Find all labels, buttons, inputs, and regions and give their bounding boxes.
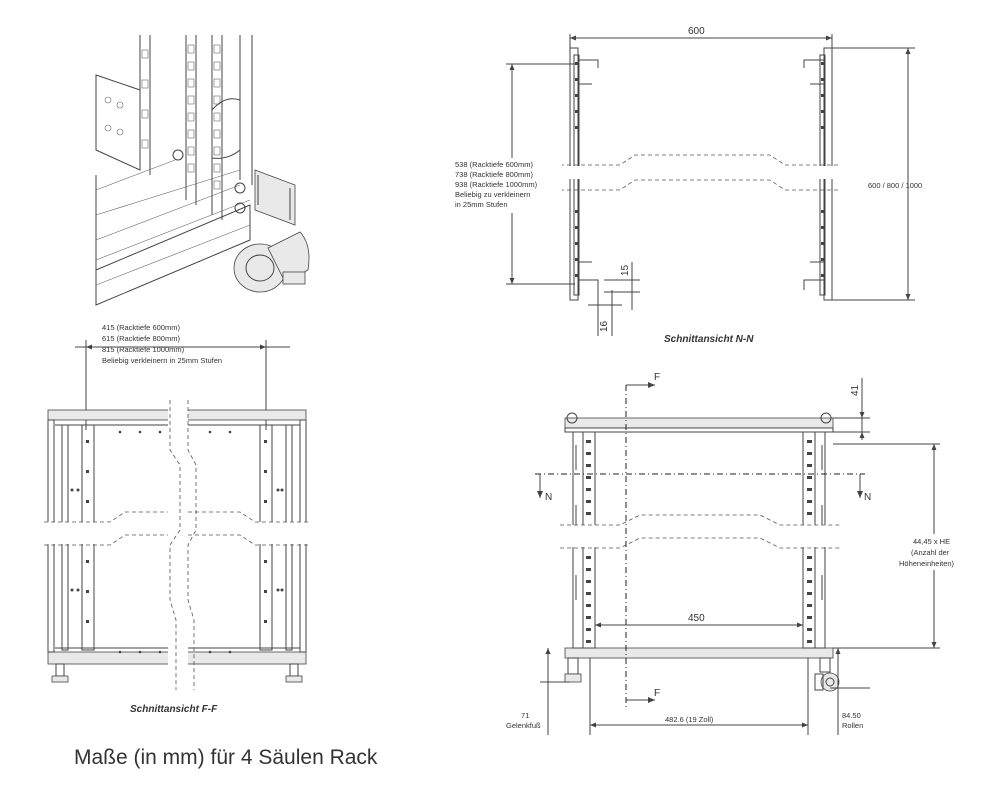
front-n-right: N <box>864 492 871 503</box>
front-roll-value: 84.50 <box>842 711 861 720</box>
front-n-left: N <box>545 492 552 503</box>
front-w-450: 450 <box>688 613 705 624</box>
nn-dist-1000: 938 (Racktiefe 1000mm) <box>455 180 538 189</box>
front-roll-label: Rollen <box>842 721 863 730</box>
front-view: F F N N 41 44,45 x HE (Anzahl der Höhene… <box>506 372 970 735</box>
nn-width-label: 600 <box>688 26 705 37</box>
ff-dist-1000: 815 (Racktiefe 1000mm) <box>102 345 185 354</box>
nn-dim-15: 15 <box>620 264 631 276</box>
nn-dist-note1: Beliebig zu verkleinern <box>455 190 530 199</box>
nn-caption: Schnittansicht N-N <box>664 334 754 345</box>
page-title: Maße (in mm) für 4 Säulen Rack <box>74 746 378 769</box>
front-he-1: 44,45 x HE <box>913 537 950 546</box>
section-ff: 415 (Racktiefe 600mm) 615 (Racktiefe 800… <box>44 323 310 715</box>
nn-dim-16: 16 <box>599 320 610 332</box>
front-w-482: 482.6 (19 Zoll) <box>665 715 714 724</box>
nn-dist-800: 738 (Racktiefe 800mm) <box>455 170 533 179</box>
section-nn: 600 600 / 800 / 1000 <box>452 26 922 345</box>
front-f-top: F <box>654 372 660 383</box>
ff-dist-800: 615 (Racktiefe 800mm) <box>102 334 180 343</box>
ff-caption: Schnittansicht F-F <box>130 704 218 715</box>
front-dim-41: 41 <box>850 384 861 396</box>
nn-dist-note2: in 25mm Stufen <box>455 200 508 209</box>
nn-depth-label: 600 / 800 / 1000 <box>868 181 922 190</box>
front-he-3: Höheneinheiten) <box>899 559 955 568</box>
front-f-bottom: F <box>654 688 660 699</box>
front-foot-label: Gelenkfuß <box>506 721 541 730</box>
ff-dist-600: 415 (Racktiefe 600mm) <box>102 323 180 332</box>
nn-dist-600: 538 (Racktiefe 600mm) <box>455 160 533 169</box>
front-he-2: (Anzahl der <box>911 548 950 557</box>
isometric-detail <box>95 35 310 306</box>
front-foot-value: 71 <box>521 711 529 720</box>
ff-dist-note: Beliebig verkleinern in 25mm Stufen <box>102 356 222 365</box>
